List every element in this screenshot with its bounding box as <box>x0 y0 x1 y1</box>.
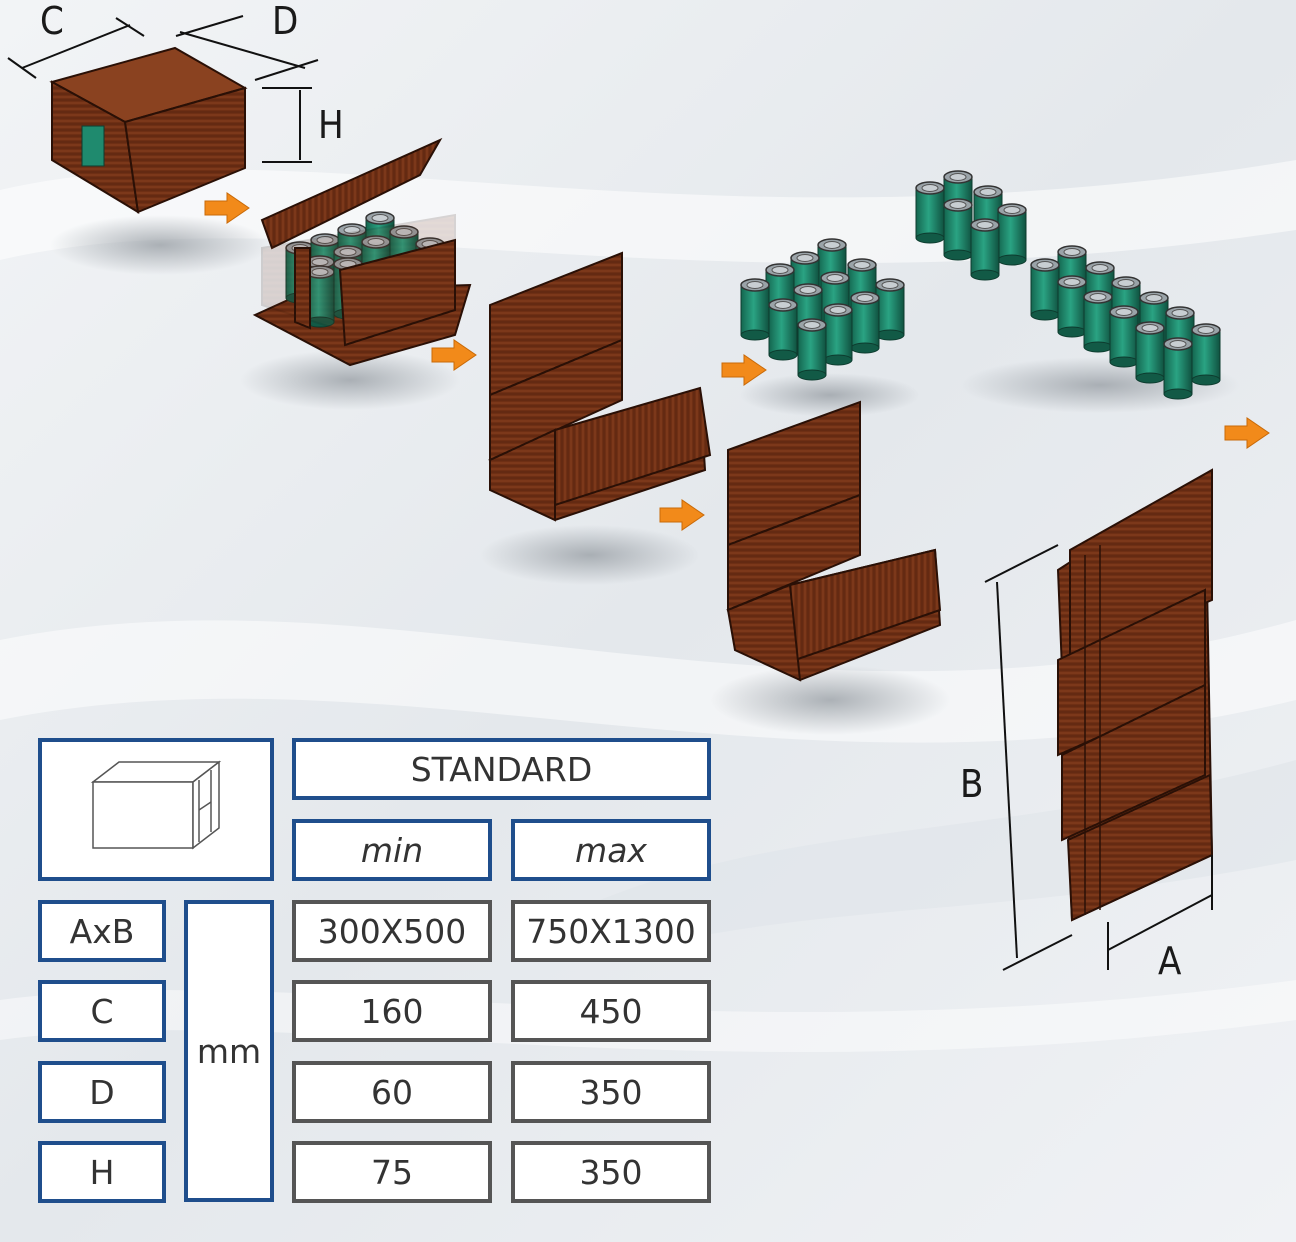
cell-c-max: 450 <box>511 980 711 1042</box>
row-label-h: H <box>38 1141 166 1203</box>
cell-c-min: 160 <box>292 980 492 1042</box>
folding-blank-2 <box>726 400 942 682</box>
cell-h-max: 350 <box>511 1141 711 1203</box>
open-box-with-cans <box>252 137 472 367</box>
cell-h-min: 75 <box>292 1141 492 1203</box>
closed-box <box>49 46 248 214</box>
row-label-c: C <box>38 980 166 1042</box>
dimension-label-c: C <box>40 0 64 43</box>
unit-cell: mm <box>184 900 274 1202</box>
standard-header: STANDARD <box>292 738 711 800</box>
max-header: max <box>511 819 711 881</box>
cell-d-max: 350 <box>511 1061 711 1123</box>
cell-axb-max: 750X1300 <box>511 900 711 962</box>
box-icon-cell <box>38 738 274 881</box>
dimension-label-b: B <box>960 762 984 806</box>
dimension-lines-top <box>7 15 319 163</box>
dimension-label-h: H <box>318 103 344 147</box>
box-outline-icon <box>90 759 222 850</box>
dimension-lines-right <box>984 544 1213 971</box>
row-label-axb: AxB <box>38 900 166 962</box>
min-header: min <box>292 819 492 881</box>
cell-d-min: 60 <box>292 1061 492 1123</box>
row-label-d: D <box>38 1061 166 1123</box>
can-group-middle <box>740 238 905 381</box>
folding-blank-1 <box>488 251 712 522</box>
dimension-label-a: A <box>1158 939 1182 983</box>
cell-axb-min: 300X500 <box>292 900 492 962</box>
can-group-small <box>915 170 1027 281</box>
dimension-label-d: D <box>272 0 299 43</box>
flat-blank-stack <box>1056 468 1214 922</box>
